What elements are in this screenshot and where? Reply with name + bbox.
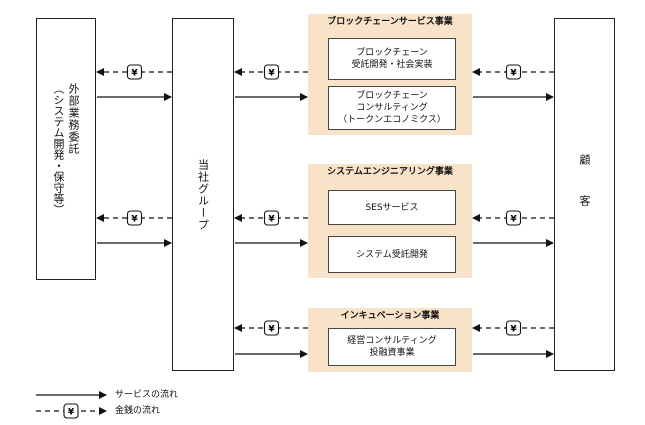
- box-management-consulting: 経営コンサルティング 投融資事業: [328, 328, 456, 366]
- outsourcing-label: 外部業務委託 （システム開発・保守等）: [52, 83, 80, 215]
- yen-symbol: ¥: [510, 69, 517, 79]
- yen-symbol: ¥: [268, 325, 275, 335]
- group-label: 当社グループ: [196, 158, 210, 231]
- box-text-line: ブロックチェーン: [356, 91, 428, 101]
- box-text-line: システム受託開発: [356, 249, 428, 260]
- box-text-line: 受託開発・社会実装: [351, 60, 433, 70]
- legend-money-arrow: ¥: [36, 403, 107, 419]
- group-column: 当社グループ: [172, 18, 234, 371]
- arrow-layer: ¥ ¥ ¥ ¥ ¥ ¥ ¥ ¥: [96, 64, 554, 358]
- money-flow-customer-to-seg2: ¥: [472, 210, 554, 226]
- money-flow-seg2-to-group: ¥: [234, 210, 308, 226]
- box-system-development: システム受託開発: [328, 236, 456, 273]
- segment-title-system-engineering: システムエンジニアリング事業: [327, 167, 453, 177]
- money-flow-seg3-to-group: ¥: [234, 320, 308, 336]
- box-ses-service: SESサービス: [328, 190, 456, 225]
- segment-title-incubation: インキュベーション事業: [340, 311, 440, 321]
- box-text-line: 経営コンサルティング: [347, 336, 437, 346]
- yen-symbol: ¥: [131, 69, 138, 79]
- yen-symbol: ¥: [510, 215, 517, 225]
- segment-title-blockchain: ブロックチェーンサービス事業: [327, 17, 453, 27]
- segment-incubation: インキュベーション事業 経営コンサルティング 投融資事業: [308, 308, 472, 372]
- outsourcing-label-line1: 外部業務委託: [67, 83, 80, 155]
- box-blockchain-development: ブロックチェーン 受託開発・社会実装: [328, 38, 456, 80]
- money-flow-customer-to-seg1: ¥: [472, 64, 554, 80]
- box-blockchain-consulting: ブロックチェーン コンサルティング （トークンエコノミクス）: [328, 86, 456, 130]
- customer-label: 顧客: [578, 153, 591, 236]
- box-text-line: ブロックチェーン: [356, 48, 428, 58]
- outsourcing-column: 外部業務委託 （システム開発・保守等）: [36, 18, 96, 280]
- outsourcing-label-line2: （システム開発・保守等）: [52, 83, 65, 215]
- box-text-line: コンサルティング: [356, 103, 428, 113]
- segment-blockchain: ブロックチェーンサービス事業 ブロックチェーン 受託開発・社会実装 ブロックチェ…: [308, 14, 472, 135]
- money-flow-customer-to-seg3: ¥: [472, 320, 554, 336]
- yen-symbol: ¥: [131, 215, 138, 225]
- yen-symbol: ¥: [68, 408, 75, 418]
- box-text-line: SESサービス: [365, 202, 419, 213]
- money-flow-group-to-outsourcing-1: ¥: [96, 64, 172, 80]
- yen-symbol: ¥: [268, 69, 275, 79]
- box-text-line: （トークンエコノミクス）: [338, 115, 446, 125]
- segment-system-engineering: システムエンジニアリング事業 SESサービス システム受託開発: [308, 164, 472, 278]
- money-flow-seg1-to-group: ¥: [234, 64, 308, 80]
- yen-symbol: ¥: [268, 215, 275, 225]
- money-flow-group-to-outsourcing-2: ¥: [96, 210, 172, 226]
- customer-column: 顧客: [554, 18, 615, 371]
- box-text-line: 投融資事業: [369, 348, 415, 358]
- legend-money-flow-label: 金銭の流れ: [115, 406, 161, 416]
- yen-symbol: ¥: [510, 325, 517, 335]
- legend-service-flow-label: サービスの流れ: [115, 390, 179, 400]
